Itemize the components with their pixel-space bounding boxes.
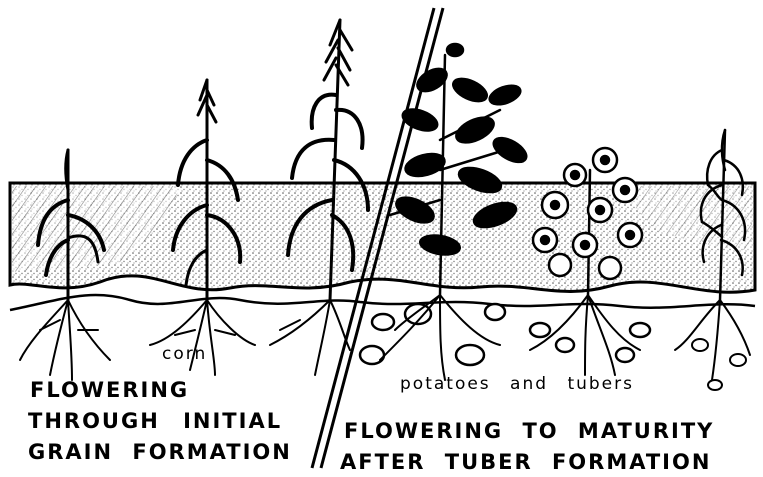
corn-label: corn [162,346,207,363]
potatoes-and-tubers-label: potatoes and tubers [400,376,634,393]
potato-tubers [360,304,650,365]
left-caption-line-1: FLOWERING [30,380,189,401]
right-caption-line-1: FLOWERING TO MATURITY [344,421,714,442]
left-caption-line-3: GRAIN FORMATION [28,442,292,463]
left-caption-line-2: THROUGH INITIAL [28,411,282,432]
right-caption-line-2: AFTER TUBER FORMATION [340,452,711,473]
soil-contour-line [10,295,755,310]
corn-roots [20,300,350,380]
